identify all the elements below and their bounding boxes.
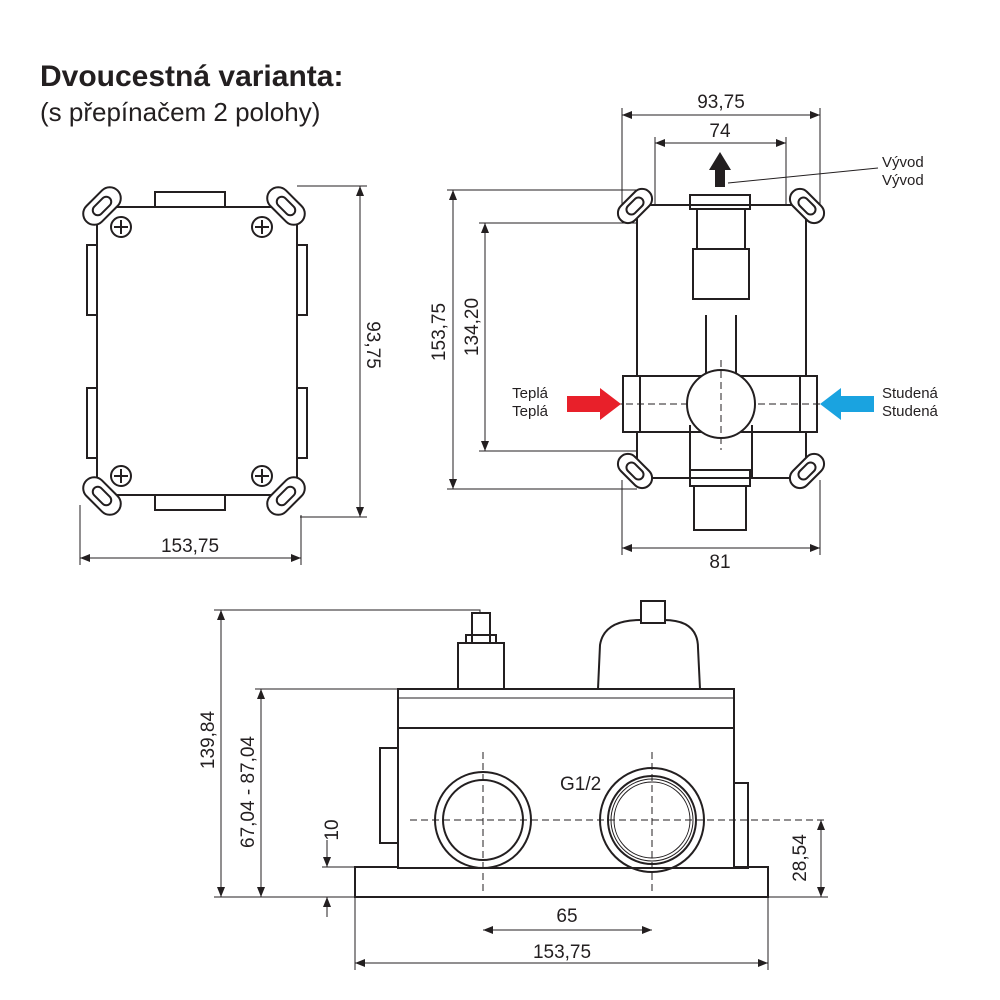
front-top-connector bbox=[154, 191, 226, 208]
front-right-stub-upper bbox=[296, 244, 308, 316]
front-lug-top-left bbox=[82, 186, 122, 226]
bottom-left-stub bbox=[379, 747, 399, 844]
outlet-label-2: Vývod bbox=[882, 172, 924, 189]
front-right-stub-lower bbox=[296, 387, 308, 459]
side-height-inner-dimension: 134,20 bbox=[462, 298, 483, 356]
front-width-dimension: 153,75 bbox=[161, 536, 219, 557]
front-lug-top-right bbox=[266, 186, 306, 226]
hot-water-arrow-icon bbox=[567, 388, 621, 420]
diagram-subtitle: (s přepínačem 2 polohy) bbox=[40, 97, 321, 127]
side-top-inner-dimension: 74 bbox=[709, 121, 731, 142]
front-screw-bottom-right bbox=[251, 465, 273, 487]
side-height-outer-dimension: 153,75 bbox=[429, 303, 450, 361]
hot-label-1: Teplá bbox=[512, 385, 549, 402]
side-bottom-dimension: 81 bbox=[709, 552, 730, 573]
side-bottom-extension-lines bbox=[621, 480, 821, 555]
cold-label-2: Studená bbox=[882, 403, 939, 420]
cold-label-1: Studená bbox=[882, 385, 939, 402]
front-bottom-connector bbox=[154, 494, 226, 511]
side-top-outer-extension-lines bbox=[621, 108, 821, 205]
bottom-dome-stem bbox=[640, 600, 666, 624]
front-screw-top-right bbox=[251, 216, 273, 238]
front-body bbox=[96, 206, 298, 496]
bottom-total-height-extension-lines bbox=[214, 609, 481, 898]
bottom-view: G1/2 139,84 67,04 - 87,04 10 28,54 65 15… bbox=[198, 600, 828, 970]
bottom-body bbox=[397, 727, 735, 869]
thread-label: G1/2 bbox=[560, 774, 601, 795]
outlet-label-1: Vývod bbox=[882, 154, 924, 171]
side-outlet-pipe bbox=[696, 208, 746, 250]
bottom-offset-dimension: 10 bbox=[322, 819, 343, 840]
side-lug-bottom-left bbox=[616, 452, 654, 490]
front-lug-bottom-right bbox=[266, 476, 306, 516]
bottom-width-extension-lines bbox=[354, 897, 769, 970]
side-view: Vývod Vývod Teplá Teplá Studená Studená … bbox=[429, 92, 939, 573]
side-lug-bottom-right bbox=[788, 452, 826, 490]
outlet-arrow bbox=[709, 152, 731, 187]
front-left-stub-lower bbox=[86, 387, 98, 459]
bottom-total-height-dimension: 139,84 bbox=[198, 711, 219, 770]
bottom-small-cartridge-stem bbox=[471, 612, 491, 644]
front-left-stub-upper bbox=[86, 244, 98, 316]
bottom-center-height-dimension: 28,54 bbox=[790, 834, 811, 882]
bottom-dome-cap bbox=[596, 619, 702, 690]
side-housing bbox=[636, 204, 807, 479]
bottom-small-cartridge bbox=[457, 642, 505, 690]
cold-water-arrow-icon bbox=[820, 388, 874, 420]
front-depth-dimension: 93,75 bbox=[362, 321, 383, 369]
side-center-pipe bbox=[705, 315, 737, 375]
front-screw-top-left bbox=[110, 216, 132, 238]
side-outlet-fitting bbox=[692, 248, 750, 300]
bottom-small-cartridge-collar bbox=[465, 634, 497, 643]
bottom-top-plate bbox=[397, 688, 735, 729]
bottom-base-flange bbox=[354, 866, 769, 898]
front-lug-bottom-left bbox=[82, 476, 122, 516]
side-height-inner-extension-lines bbox=[479, 222, 637, 452]
side-top-outer-dimension: 93,75 bbox=[697, 92, 745, 113]
front-view: 153,75 93,75 bbox=[79, 185, 383, 565]
side-lower-pipe bbox=[693, 485, 747, 531]
side-lug-top-right bbox=[788, 187, 826, 225]
bottom-spacing-dimension: 65 bbox=[556, 906, 577, 927]
side-top-inner-extension-lines bbox=[654, 137, 787, 205]
side-height-outer-extension-lines bbox=[447, 189, 637, 490]
side-lug-top-left bbox=[616, 187, 654, 225]
hot-label-2: Teplá bbox=[512, 403, 549, 420]
bottom-range-dimension: 67,04 - 87,04 bbox=[238, 736, 259, 848]
side-outlet-nut bbox=[689, 194, 751, 210]
outlet-leader-line bbox=[727, 167, 879, 184]
bottom-right-stub bbox=[733, 782, 749, 869]
bottom-width-dimension: 153,75 bbox=[533, 942, 591, 963]
front-screw-bottom-left bbox=[110, 465, 132, 487]
front-depth-extension-lines bbox=[297, 185, 367, 518]
diagram-title: Dvoucestná varianta: bbox=[40, 60, 344, 93]
